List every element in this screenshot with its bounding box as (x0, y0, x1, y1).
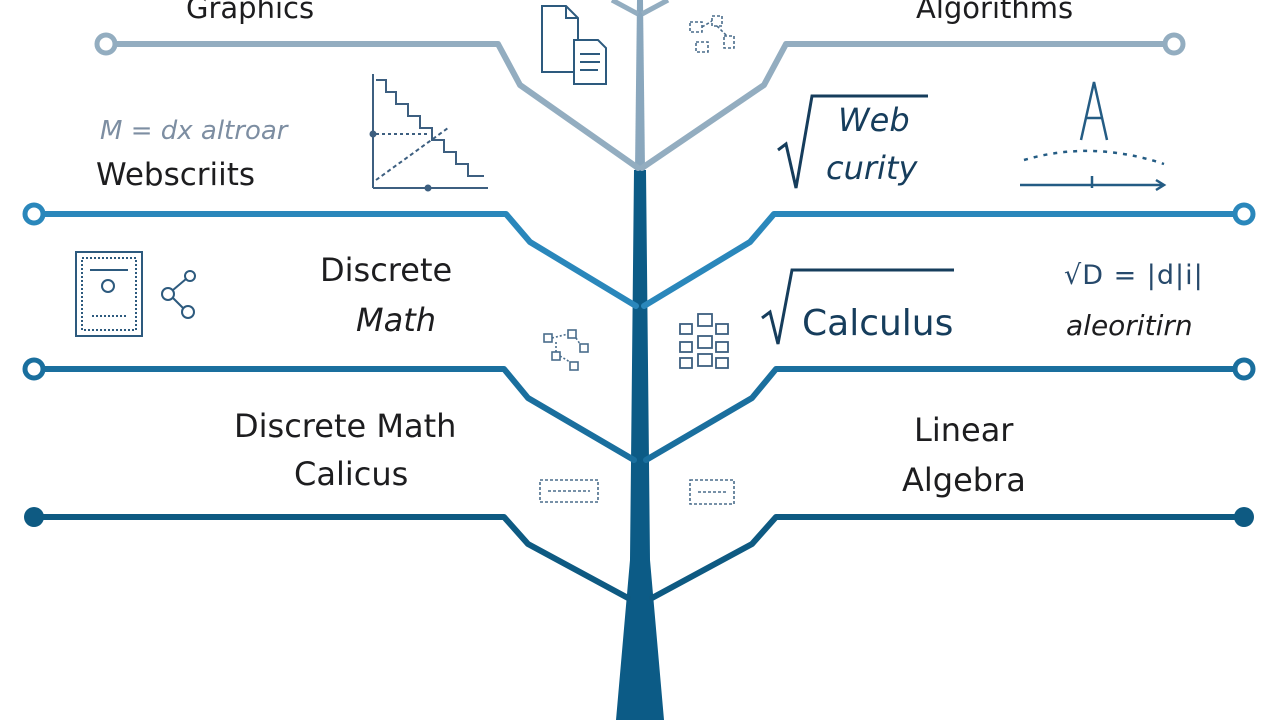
branch-4-right (649, 514, 1247, 601)
label-sqrt-formula: √D = |d|i| (1064, 260, 1204, 291)
staircase-chart-icon (369, 74, 488, 192)
formula-box-icon (539, 479, 599, 503)
top-v-right (640, 0, 670, 17)
trunk-top (635, 0, 645, 170)
label-faded-formula: M = dx altroar (100, 116, 288, 146)
label-webscripts: Webscriits (96, 157, 256, 193)
document-icon (541, 5, 607, 85)
node-3-left[interactable] (22, 357, 46, 381)
label-algorithm: aleoritirn (1066, 309, 1193, 342)
tree-trunk (616, 170, 664, 720)
label-curity: curity (826, 149, 918, 187)
letter-a-axis-icon (1020, 81, 1167, 192)
label-algorithms: Algorithms (916, 0, 1074, 25)
branch-3-right (643, 366, 1247, 463)
sqrt-icon (777, 94, 928, 189)
label-web: Web (838, 101, 910, 139)
grid-blocks-icon (679, 313, 729, 369)
label-linear: Linear (914, 411, 1014, 449)
node-2-left[interactable] (22, 202, 46, 226)
label-graphics: Graphics (186, 0, 315, 25)
sqrt-icon-calculus (761, 268, 954, 345)
branch-3-left (31, 366, 637, 463)
node-top-right[interactable] (1162, 32, 1186, 56)
branch-top-left (103, 41, 641, 171)
label-discrete-math: Discrete Math (234, 407, 457, 445)
branch-4-left (31, 514, 631, 601)
scatter-nodes-icon (689, 15, 735, 53)
label-discrete: Discrete (320, 251, 453, 289)
branch-top-right (639, 41, 1177, 171)
network-graph-icon (543, 329, 589, 371)
node-2-right[interactable] (1232, 202, 1256, 226)
label-calicus: Calicus (294, 455, 409, 493)
node-4-left[interactable] (24, 507, 44, 527)
node-top-left[interactable] (94, 32, 118, 56)
top-v-left (610, 0, 640, 17)
branch-2-left (31, 211, 639, 309)
formula-box-icon-2 (689, 479, 735, 505)
node-3-right[interactable] (1232, 357, 1256, 381)
certificate-icon (75, 251, 143, 337)
node-4-right[interactable] (1234, 507, 1254, 527)
label-math: Math (356, 301, 437, 339)
branch-2-right (641, 211, 1247, 309)
label-algebra: Algebra (902, 461, 1026, 499)
label-calculus: Calculus (802, 303, 954, 344)
graph-nodes-icon (161, 270, 196, 319)
